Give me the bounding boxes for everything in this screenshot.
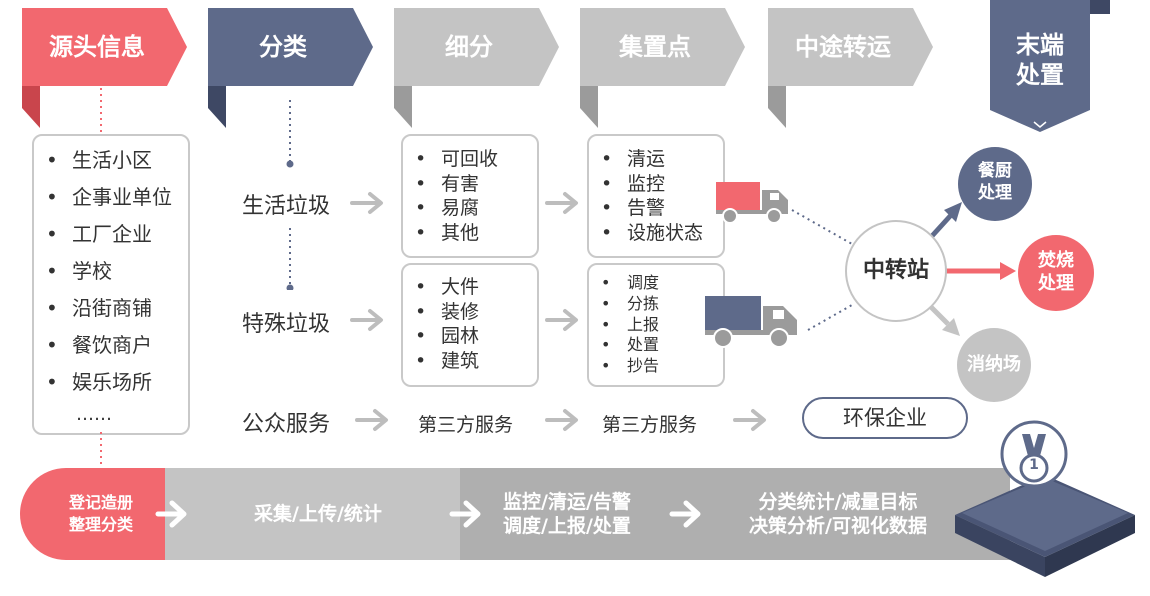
bottom-start-line1: 登记造册 [68,493,133,512]
category-connector [286,100,294,290]
arrow-right-icon [350,192,383,214]
living-point-item: 设施状态 [589,221,723,246]
bottom-step3-line1: 分类统计/减量目标 [758,491,918,513]
bottom-start-line2: 整理分类 [68,515,133,534]
source-item: 沿街商铺 [34,290,188,327]
special-point-item: 处置 [589,335,723,356]
living-point-item: 清运 [589,147,723,172]
bottom-step2-line1: 监控/清运/告警 [503,491,631,513]
bottom-step3: 分类统计/减量目标 决策分析/可视化数据 [728,490,948,538]
bottom-step3-line2: 决策分析/可视化数据 [749,515,927,537]
eco-enterprise-label: 环保企业 [843,406,927,430]
incineration-processing: 焚烧 处理 [1018,235,1094,311]
arrow-right-icon [545,309,578,331]
living-sub-item: 有害 [403,172,537,197]
arrow-right-icon [350,309,383,331]
special-point-box: 调度 分拣 上报 处置 抄告 [587,263,725,387]
stage-collection-ribbon: 集置点 [580,8,745,128]
stage-transfer-label: 中途转运 [795,33,891,61]
bottom-process-band [20,468,1135,577]
stage-classify-ribbon: 分类 [208,8,373,128]
source-connector [100,88,102,138]
third-party-service-2: 第三方服务 [602,414,698,436]
kitchen-processing: 餐厨 处理 [958,147,1032,221]
special-point-item: 调度 [589,273,723,294]
bottom-start: 登记造册 整理分类 [46,492,156,536]
stage-subdivide-label: 细分 [445,33,493,61]
eco-enterprise: 环保企业 [802,397,968,439]
medal-rank: 1 [1029,457,1039,473]
stage-transfer-ribbon: 中途转运 [768,8,933,128]
living-sub-item: 可回收 [403,147,537,172]
stage-source-label: 源头信息 [49,33,145,61]
transfer-hub: 中转站 [845,220,947,322]
kitchen-label-1: 餐厨 [978,161,1012,181]
truck-slate-icon [705,296,797,348]
source-item: 企事业单位 [34,179,188,216]
source-list-box: 生活小区 企事业单位 工厂企业 学校 沿街商铺 餐饮商户 娱乐场所 …… [32,134,190,435]
arrow-right-icon [355,409,388,431]
living-point-item: 监控 [589,172,723,197]
special-sub-item: 大件 [403,275,537,300]
stage-subdivide-ribbon: 细分 [394,8,559,128]
landfill-label: 消纳场 [967,354,1021,375]
source-ellipsis: …… [76,404,112,425]
bottom-step1: 采集/上传/统计 [254,503,382,525]
truck-red-icon [716,182,788,224]
living-point-item: 告警 [589,196,723,221]
living-sub-item: 易腐 [403,196,537,221]
arrow-right-icon [733,409,766,431]
living-point-box: 清运 监控 告警 设施状态 [587,134,725,258]
third-party-service-1: 第三方服务 [418,414,514,436]
category-special: 特殊垃圾 [242,312,331,337]
source-bottom-connector [100,432,102,470]
source-item: 生活小区 [34,142,188,179]
stage-terminal-ribbon: 末端 处置 [990,0,1110,140]
bottom-step2: 监控/清运/告警 调度/上报/处置 [482,490,652,538]
stage-collection-label: 集置点 [619,33,691,61]
special-point-item: 上报 [589,315,723,336]
category-public: 公众服务 [242,412,331,437]
source-item: 学校 [34,253,188,290]
special-point-item: 分拣 [589,294,723,315]
kitchen-label-2: 处理 [978,183,1012,203]
stage-terminal-label-2: 处置 [1016,61,1064,89]
special-sub-item: 建筑 [403,349,537,374]
landfill-site: 消纳场 [957,328,1031,402]
arrow-right-icon [545,409,578,431]
special-sub-box: 大件 装修 园林 建筑 [401,263,539,387]
special-sub-item: 园林 [403,324,537,349]
living-sub-item: 其他 [403,221,537,246]
source-item: 娱乐场所 [34,364,188,401]
incineration-label-2: 处理 [1038,273,1074,294]
stage-terminal-label-1: 末端 [1016,31,1064,59]
source-item: 餐饮商户 [34,327,188,364]
medal-icon: 1 [1000,420,1068,498]
incineration-label-1: 焚烧 [1038,250,1074,271]
arrow-right-icon [545,192,578,214]
stage-source-ribbon: 源头信息 [22,8,187,128]
special-sub-item: 装修 [403,300,537,325]
bottom-step2-line2: 调度/上报/处置 [503,515,631,537]
living-sub-box: 可回收 有害 易腐 其他 [401,134,539,258]
transfer-hub-label: 中转站 [862,258,929,283]
stage-classify-label: 分类 [259,33,307,61]
source-item: 工厂企业 [34,216,188,253]
hub-connectors [791,202,1016,336]
category-living: 生活垃圾 [242,194,331,219]
special-point-item: 抄告 [589,356,723,377]
